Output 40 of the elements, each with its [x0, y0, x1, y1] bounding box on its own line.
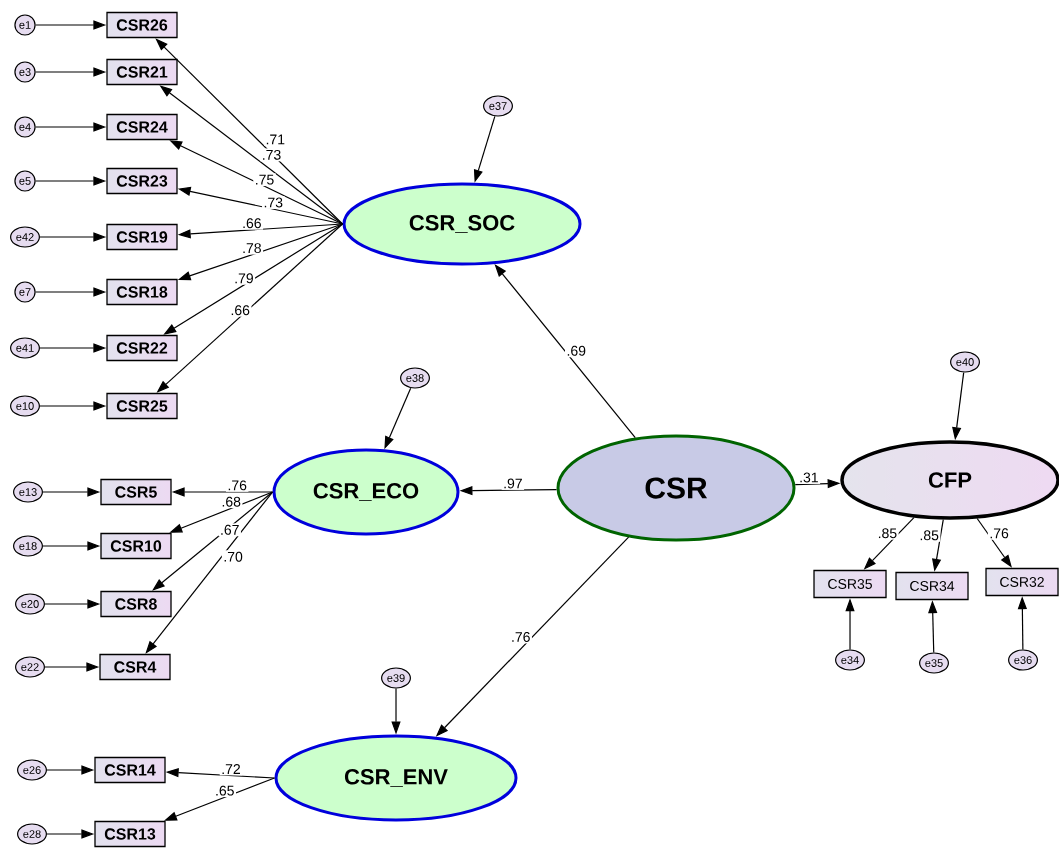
indicator-box: CSR14 [94, 756, 166, 784]
edge-label: .85 [917, 528, 941, 542]
indicator-box: CSR23 [106, 167, 178, 195]
indicator-box: CSR4 [99, 653, 171, 681]
indicator-box: CSR13 [94, 820, 166, 848]
indicator-box: CSR5 [100, 478, 172, 506]
indicator-box: CSR34 [895, 571, 969, 601]
indicator-box: CSR26 [106, 11, 178, 39]
indicator-box: CSR19 [106, 223, 178, 251]
indicator-box: CSR35 [813, 569, 887, 599]
edge-label: .65 [213, 784, 236, 798]
edge-label: .76 [225, 478, 249, 492]
edge-label: .76 [987, 526, 1011, 540]
edge-label: .67 [218, 523, 241, 537]
edge-label: .75 [253, 173, 276, 187]
edge-label: .66 [228, 303, 252, 317]
edge-label: .97 [501, 477, 525, 490]
edge-label: .73 [260, 148, 283, 162]
edge-label: .66 [240, 216, 264, 230]
indicator-box: CSR8 [100, 590, 172, 618]
edge-label: .73 [262, 196, 285, 209]
indicator-box: CSR24 [106, 113, 178, 141]
edge-label: .69 [565, 344, 588, 358]
edge-label: .85 [876, 526, 899, 540]
indicator-box: CSR21 [106, 58, 178, 86]
edge-label: .68 [219, 495, 243, 509]
edge-label: .78 [240, 241, 264, 255]
arrow [155, 38, 344, 225]
edge-label: .71 [264, 133, 287, 146]
indicator-box: CSR10 [100, 532, 172, 560]
indicator-box: CSR18 [106, 278, 178, 306]
indicator-box: CSR25 [106, 392, 178, 420]
edge-label: .76 [509, 630, 532, 644]
indicator-box: CSR32 [985, 567, 1059, 597]
edge-label: .72 [219, 762, 243, 776]
indicator-box: CSR22 [106, 334, 178, 362]
arrow [494, 264, 636, 439]
edge-label: .31 [797, 471, 821, 484]
edge-label: .70 [221, 550, 245, 564]
edge-label: .79 [232, 271, 256, 285]
